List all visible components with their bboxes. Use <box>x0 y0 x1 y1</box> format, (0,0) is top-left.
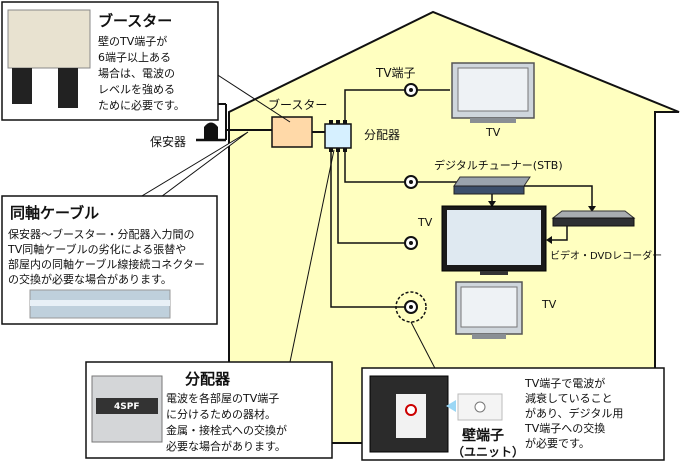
wall-callout-line-3: があり、デジタル用 <box>525 406 623 420</box>
splitter-callout: 4SPF 分配器 電波を各部屋のTV端子 に分けるための器材。 金属・接栓式への… <box>85 361 333 459</box>
hoanki-icon <box>204 122 218 140</box>
wall-callout-line-2: 減衰していること <box>525 391 613 405</box>
wall-callout-line-5: が必要です。 <box>525 436 590 450</box>
booster-callout-title: ブースター <box>98 12 172 30</box>
wall-callout-line-4: TV端子への交換 <box>524 421 605 435</box>
wall-callout-title-1: 壁端子 <box>462 427 504 444</box>
line-recorder-to-tv <box>552 226 568 241</box>
cable-callout-line-1: 保安器～ブースター・分配器入力間の <box>8 227 194 241</box>
splitter-callout-title: 分配器 <box>185 370 231 388</box>
dvd-recorder-icon <box>551 210 636 227</box>
cable-callout-title: 同軸ケーブル <box>10 204 99 222</box>
cable-callout-line-4: の交換が必要な場合があります。 <box>8 272 172 286</box>
stb-icon <box>453 176 531 195</box>
stb-label: デジタルチューナー(STB) <box>434 158 563 172</box>
line-to-outlet-4 <box>330 152 405 308</box>
cable-callout-line-3: 部屋内の同軸ケーブル線接続コネクター <box>8 257 205 271</box>
tv-outlet-4 <box>395 291 427 323</box>
tv-outlet-label: TV端子 <box>375 66 416 80</box>
splitter-callout-line-2: に分けるための器材。 <box>166 407 276 421</box>
splitter-callout-line-3: 金属・接栓式への交換が <box>166 423 287 437</box>
booster-callout-line-4: レベルを強める <box>98 83 175 96</box>
booster-label: ブースター <box>268 97 327 112</box>
splitter-callout-pointer <box>289 149 335 363</box>
splitter-label: 分配器 <box>364 128 400 142</box>
booster-box <box>271 116 313 148</box>
tv-top-label: TV <box>485 126 501 139</box>
hoanki-label: 保安器 <box>150 134 186 149</box>
line-to-outlet-3 <box>337 152 405 244</box>
booster-callout-line-2: 6端子以上ある <box>98 51 171 64</box>
booster-callout: ブースター 壁のTV端子が 6端子以上ある 場合は、電波の レベルを強める ため… <box>1 1 219 121</box>
tv-middle-label: TV <box>417 216 433 229</box>
wall-callout-title-2: （ユニット） <box>452 444 524 459</box>
dvd-recorder-label: ビデオ・DVDレコーダー <box>550 249 662 262</box>
booster-callout-line-5: ために必要です。 <box>98 99 185 112</box>
tv-bottom-icon <box>455 281 523 339</box>
splitter-brand: 4SPF <box>114 402 140 412</box>
tv-bottom-label: TV <box>541 298 557 311</box>
booster-callout-line-1: 壁のTV端子が <box>98 34 167 48</box>
splitter-callout-line-1: 電波を各部屋のTV端子 <box>166 391 279 405</box>
cable-callout-line-2: TV同軸ケーブルの劣化による張替や <box>7 242 186 256</box>
booster-callout-pointer <box>209 69 291 123</box>
splitter-callout-line-4: 必要な場合があります。 <box>166 439 286 453</box>
tv-middle-icon <box>441 205 547 275</box>
tv-outlet-2 <box>404 175 418 189</box>
line-stb-to-recorder <box>524 185 593 206</box>
line-to-outlet-2 <box>344 152 405 183</box>
cable-callout: 同軸ケーブル 保安器～ブースター・分配器入力間の TV同軸ケーブルの劣化による張… <box>1 195 218 325</box>
tv-top-icon <box>451 62 535 123</box>
booster-callout-line-3: 場合は、電波の <box>98 66 175 80</box>
tv-outlet-1 <box>404 83 418 97</box>
wall-callout-line-1: TV端子で電波が <box>524 376 605 390</box>
splitter-box <box>324 123 352 149</box>
tv-outlet-3 <box>404 236 418 250</box>
wall-callout: 壁端子 （ユニット） TV端子で電波が 減衰していること があり、デジタル用 T… <box>361 367 665 461</box>
